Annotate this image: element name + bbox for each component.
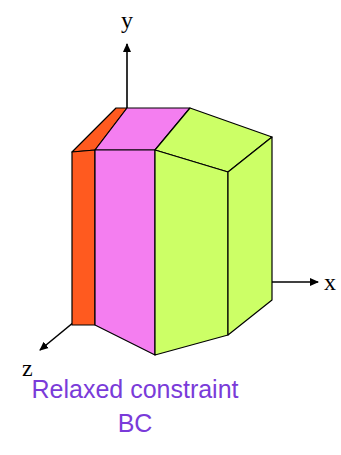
green-side [228,137,272,335]
x-axis [272,281,318,283]
green-face [155,150,228,355]
axis-label: y [121,8,133,32]
axis-label: z [22,356,33,380]
pink-face [95,150,155,355]
axis-label: x [324,270,336,294]
y-axis [126,44,128,108]
caption: Relaxed constraint BC [15,372,255,440]
orange-face [72,150,95,325]
z-axis [40,322,74,350]
